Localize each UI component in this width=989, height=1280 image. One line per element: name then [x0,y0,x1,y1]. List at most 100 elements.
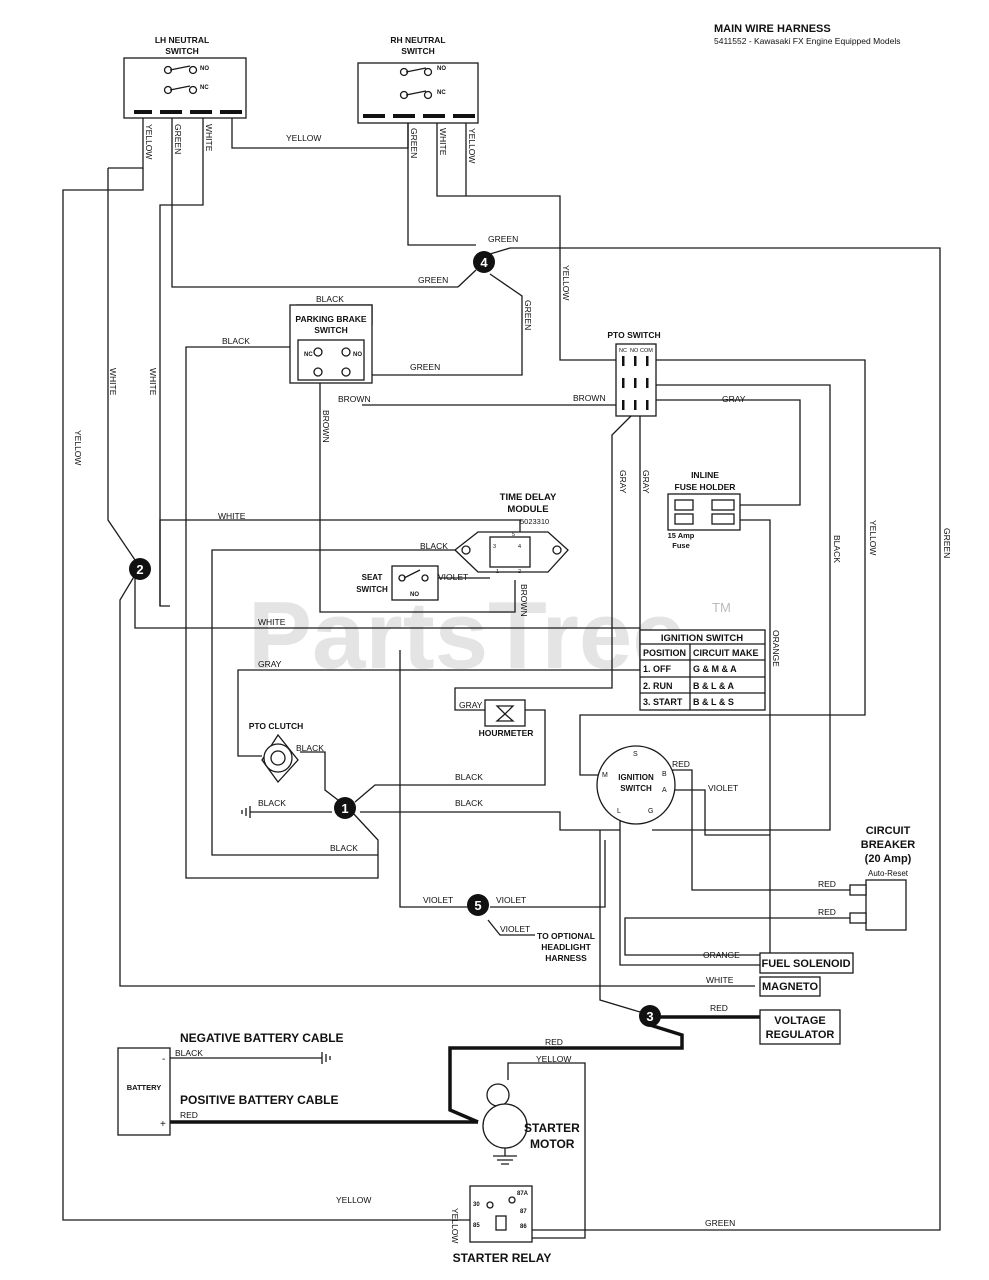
node-4: 4 [473,251,495,273]
svg-text:CIRCUIT: CIRCUIT [866,825,911,837]
wire-label: YELLOW [450,1208,460,1243]
wire-label: VIOLET [708,783,738,793]
wire-label: WHITE [108,368,118,396]
svg-text:IGNITION: IGNITION [618,773,654,782]
wire-label: BROWN [321,410,331,443]
pto-clutch: PTO CLUTCH [249,721,303,784]
svg-text:SWITCH: SWITCH [620,784,652,793]
svg-text:HARNESS: HARNESS [545,953,587,963]
wire-label: VIOLET [496,895,526,905]
svg-text:NC: NC [619,348,627,354]
wire-label: ORANGE [771,630,781,667]
watermark-tm: TM [712,600,731,615]
wire-label: GREEN [418,275,448,285]
wire-label: BROWN [338,394,371,404]
ignition-switch: IGNITION SWITCH S M B A L G [596,745,676,825]
svg-text:4: 4 [518,544,521,550]
wire-label: BLACK [330,843,358,853]
node-3: 3 [639,1005,661,1027]
svg-text:1: 1 [341,801,348,816]
svg-text:NO: NO [200,66,209,72]
svg-text:Auto-Reset: Auto-Reset [868,869,909,878]
svg-text:M: M [602,772,608,779]
inline-fuse-holder: INLINE FUSE HOLDER 15 Amp Fuse [667,470,741,550]
svg-text:5: 5 [474,898,481,913]
table-row: 2. RUN [643,681,673,691]
svg-text:NC: NC [437,90,446,96]
wire-label: YELLOW [144,124,154,159]
wire-label: GREEN [173,124,183,154]
svg-text:VOLTAGE: VOLTAGE [774,1015,826,1027]
svg-text:A: A [662,787,667,794]
lh-switch-label-1: LH NEUTRAL [155,35,209,45]
svg-text:4: 4 [480,255,488,270]
wire-label: RED [818,907,836,917]
svg-text:FUEL SOLENOID: FUEL SOLENOID [761,958,850,970]
svg-text:B & L & A: B & L & A [693,681,735,691]
svg-text:MOTOR: MOTOR [530,1137,575,1151]
svg-text:SWITCH: SWITCH [314,325,348,335]
wire-label: YELLOW [336,1195,371,1205]
wire-label: BLACK [222,336,250,346]
svg-text:5: 5 [512,532,515,538]
page-subtitle: 5411552 - Kawasaki FX Engine Equipped Mo… [714,36,901,46]
wire-label: RED [672,759,690,769]
wire-label: GRAY [641,470,651,494]
voltage-regulator: VOLTAGE REGULATOR [759,1009,841,1045]
wire-label: YELLOW [536,1054,571,1064]
ground-icon [321,1052,331,1064]
svg-text:Fuse: Fuse [672,541,690,550]
wire-label: YELLOW [868,520,878,555]
wire-label: BROWN [519,584,529,617]
svg-text:SEAT: SEAT [362,573,383,582]
svg-text:MAGNETO: MAGNETO [762,981,818,993]
rh-switch-label-2: SWITCH [401,46,435,56]
svg-text:85: 85 [473,1223,480,1229]
svg-text:(20 Amp): (20 Amp) [865,853,912,865]
wire-label: GREEN [705,1218,735,1228]
svg-text:FUSE HOLDER: FUSE HOLDER [675,482,736,492]
wire-label: GREEN [942,528,952,558]
table-row: 1. OFF [643,664,672,674]
svg-text:NC: NC [304,352,313,358]
positive-battery-cable-label: POSITIVE BATTERY CABLE [180,1093,338,1107]
svg-text:G & M & A: G & M & A [693,664,737,674]
svg-text:BATTERY: BATTERY [127,1083,162,1092]
wire-label: ORANGE [703,950,740,960]
wire-label: RED [710,1003,728,1013]
svg-text:HOURMETER: HOURMETER [479,728,534,738]
parking-brake-switch: PARKING BRAKE SWITCH NC NO [289,304,373,384]
wire-label: GRAY [722,394,746,404]
wire-label: BROWN [573,393,606,403]
svg-text:2: 2 [518,569,521,575]
wire-label: BLACK [420,541,448,551]
wire-label: GRAY [618,470,628,494]
wire-label: YELLOW [73,430,83,465]
svg-text:-: - [162,1054,165,1065]
svg-text:B & L & S: B & L & S [693,697,734,707]
wire-label: BLACK [455,772,483,782]
wire-label: GREEN [523,300,533,330]
svg-text:TO OPTIONAL: TO OPTIONAL [537,931,595,941]
svg-text:B: B [662,771,667,778]
svg-text:PTO SWITCH: PTO SWITCH [607,330,660,340]
wire-label: GREEN [410,362,440,372]
ignition-table-title: IGNITION SWITCH [661,633,743,644]
svg-text:NO: NO [630,348,639,354]
headlight-harness-label: TO OPTIONAL HEADLIGHT HARNESS [537,931,595,963]
starter-motor: STARTER MOTOR [482,1083,580,1165]
wire-label: BLACK [175,1048,203,1058]
lh-neutral-switch: LH NEUTRAL SWITCH NO NC [123,35,247,119]
svg-text:COM: COM [640,348,653,354]
seat-switch: SEAT SWITCH NO [356,565,439,601]
svg-text:NO: NO [353,352,362,358]
svg-text:NO: NO [437,66,446,72]
svg-text:S: S [633,751,638,758]
table-row: 3. START [643,697,683,707]
wire-label: WHITE [258,617,286,627]
rh-switch-label-1: RH NEUTRAL [390,35,445,45]
svg-text:L: L [617,808,621,815]
svg-text:3: 3 [493,544,496,550]
svg-text:PARKING BRAKE: PARKING BRAKE [295,314,366,324]
wire-label: RED [818,879,836,889]
